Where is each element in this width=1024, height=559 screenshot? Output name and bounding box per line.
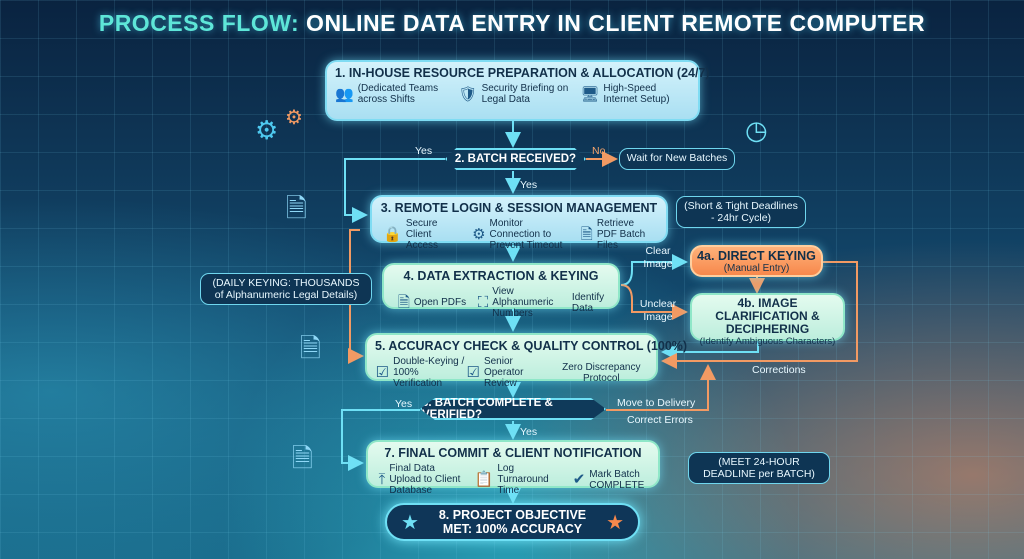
decision-label: 6. BATCH COMPLETE & VERIFIED?	[422, 397, 553, 421]
step-4b-image-clarification: 4b. IMAGE CLARIFICATION & DECIPHERING (I…	[690, 293, 845, 347]
step-5-item: Zero Discrepancy Protocol	[562, 361, 641, 384]
step-5-item: Senior Operator Review	[483, 356, 524, 389]
decision-label: 2. BATCH RECEIVED?	[454, 153, 577, 165]
step-7-item: Final Data Upload to Client Database	[389, 463, 461, 496]
step-3-item: Secure Client Access	[405, 218, 439, 251]
gear-icon: ⚙	[285, 107, 303, 129]
decision-batch-complete: 6. BATCH COMPLETE & VERIFIED?	[420, 398, 606, 420]
lock-icon: 🔒	[383, 226, 402, 243]
pdf-icon: 🗎	[397, 294, 410, 311]
callout-text: (MEET 24-HOUR DEADLINE per BATCH)	[703, 456, 815, 480]
move-to-delivery-label: Move to Delivery	[617, 397, 696, 409]
step-4-item: Identify	[571, 291, 605, 303]
step-3-heading: 3. REMOTE LOGIN & SESSION MANAGEMENT	[380, 201, 658, 215]
step-3-item: Monitor Connection to Prevent Timeout	[489, 218, 563, 251]
gear-icon: ⚙	[255, 115, 279, 145]
document-database-icon: 🗎	[286, 193, 307, 223]
connection-gear-icon: ⚙	[472, 226, 486, 243]
step-7-item: Mark Batch COMPLETE	[589, 468, 645, 491]
shield-document-icon: 🛡	[458, 85, 478, 103]
title-rest: ONLINE DATA ENTRY IN CLIENT REMOTE COMPU…	[299, 10, 926, 36]
step-4a-heading: 4a. DIRECT KEYING	[697, 249, 816, 263]
clear-image-label: Clear Image	[643, 245, 673, 270]
decision-batch-received: 2. BATCH RECEIVED?	[445, 148, 586, 170]
step-7-heading: 7. FINAL COMMIT & CLIENT NOTIFICATION	[384, 446, 642, 460]
wait-for-batches-box: Wait for New Batches	[619, 148, 735, 170]
corrections-label: Corrections	[752, 364, 806, 376]
step-3-item: Retrieve PDF Batch Files	[596, 218, 646, 251]
yes-label: Yes	[520, 179, 538, 191]
step-4a-direct-keying: 4a. DIRECT KEYING (Manual Entry)	[690, 245, 823, 277]
deadline-callout: (Short & Tight Deadlines - 24hr Cycle)	[676, 196, 806, 228]
title-highlight: PROCESS FLOW:	[98, 10, 300, 36]
yes-label: Yes	[415, 145, 433, 157]
step-1-item: Security Briefing on Legal Data	[481, 83, 569, 105]
page-title: PROCESS FLOW: ONLINE DATA ENTRY IN CLIEN…	[0, 10, 1024, 37]
step-4-heading: 4. DATA EXTRACTION & KEYING	[403, 269, 599, 283]
step-4-data-extraction: 4. DATA EXTRACTION & KEYING 🗎Open PDFs ⛶…	[382, 263, 620, 319]
step-4b-sub: (Identify Ambiguous Characters)	[699, 336, 836, 347]
step-5-heading: 5. ACCURACY CHECK & QUALITY CONTROL (100…	[375, 339, 688, 353]
wifi-monitor-icon: 🖥	[580, 85, 600, 103]
step-1-resource-preparation: 1. IN-HOUSE RESOURCE PREPARATION & ALLOC…	[325, 60, 710, 121]
step-4b-heading: 4b. IMAGE CLARIFICATION & DECIPHERING	[715, 296, 820, 336]
step-1-heading: 1. IN-HOUSE RESOURCE PREPARATION & ALLOC…	[335, 66, 710, 80]
yes-label: Yes	[520, 426, 538, 438]
team-icon: 👥	[335, 85, 354, 103]
clock-icon: ◷	[745, 115, 768, 145]
unclear-image-label: Unclear Image	[639, 298, 677, 323]
wait-label: Wait for New Batches	[626, 152, 728, 164]
step-8-heading: 8. PROJECT OBJECTIVE MET: 100% ACCURACY	[438, 508, 587, 536]
step-1-item: (Dedicated Teams across Shifts	[357, 83, 439, 105]
step-7-item: Log Turnaround Time	[497, 463, 549, 496]
document-chat-icon: 🗎	[292, 443, 313, 473]
step-1-item: High-Speed Internet Setup)	[603, 83, 670, 105]
step-8-objective-met: ★ 8. PROJECT OBJECTIVE MET: 100% ACCURAC…	[385, 503, 640, 541]
step-4-item: Open PDFs	[413, 297, 467, 308]
clipboard-icon: 📋	[474, 471, 494, 488]
no-label: No	[592, 145, 606, 157]
upload-icon: ⤒	[378, 471, 386, 488]
deadline-24h-callout: (MEET 24-HOUR DEADLINE per BATCH)	[688, 452, 830, 484]
star-laurel-icon: ★	[401, 511, 419, 534]
callout-text: (DAILY KEYING: THOUSANDS of Alphanumeric…	[212, 277, 360, 301]
step-4-item: View Alphanumeric Numbers	[492, 286, 554, 319]
step-5-item: Double-Keying / 100% Verification	[393, 356, 465, 389]
yes-label: Yes	[395, 398, 413, 410]
checkbox-icon: ☑	[466, 364, 480, 381]
step-4-item: Data	[571, 302, 594, 314]
pdf-icon: 🗎	[580, 226, 593, 243]
check-circle-icon: ✔	[572, 471, 586, 488]
step-3-remote-login: 3. REMOTE LOGIN & SESSION MANAGEMENT 🔒Se…	[370, 195, 668, 251]
daily-keying-callout: (DAILY KEYING: THOUSANDS of Alphanumeric…	[200, 273, 372, 305]
document-clock-icon: 🗎	[300, 333, 321, 363]
step-7-final-commit: 7. FINAL COMMIT & CLIENT NOTIFICATION ⤒F…	[366, 440, 660, 496]
checkbox-icon: ☑	[375, 364, 390, 381]
step-4a-sub: (Manual Entry)	[723, 263, 790, 274]
star-laurel-icon: ★	[606, 511, 624, 534]
callout-text: (Short & Tight Deadlines - 24hr Cycle)	[684, 200, 798, 224]
correct-errors-label: Correct Errors	[627, 414, 693, 426]
step-5-quality-control: 5. ACCURACY CHECK & QUALITY CONTROL (100…	[365, 333, 688, 389]
expand-view-icon: ⛶	[477, 294, 489, 311]
